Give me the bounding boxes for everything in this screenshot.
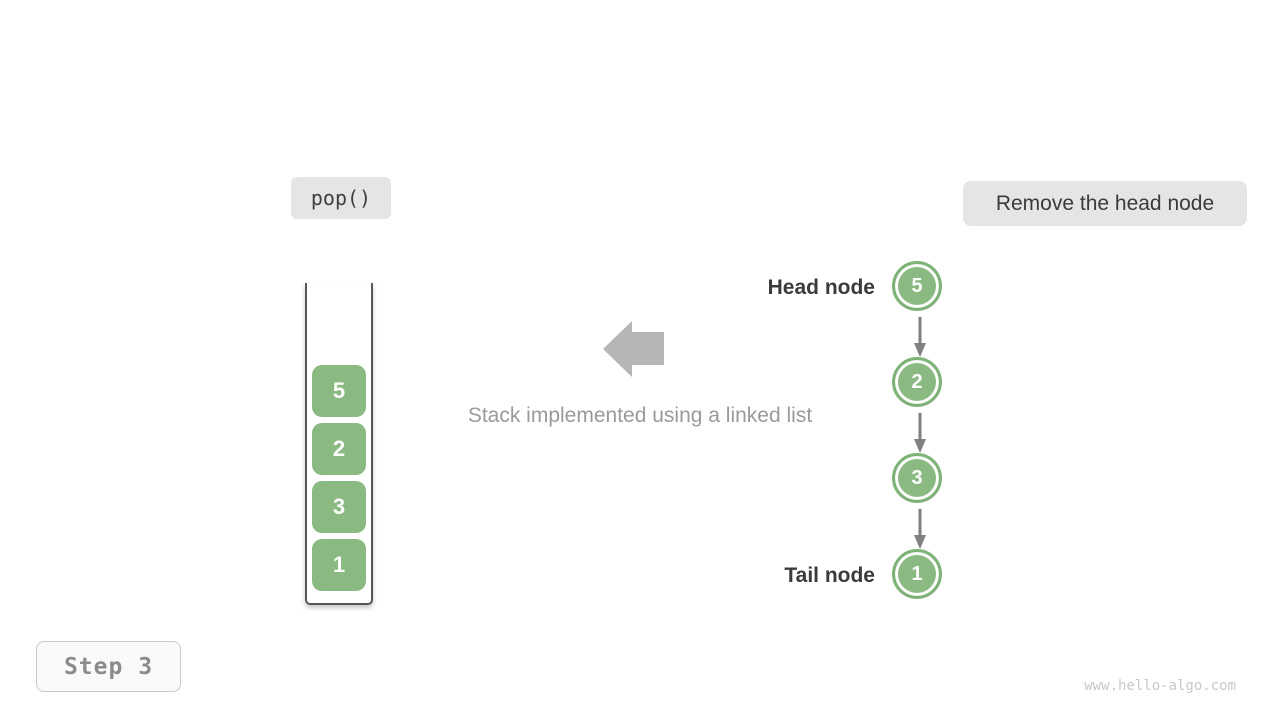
linked-list-node: 3: [892, 453, 942, 503]
stack-item: 2: [312, 423, 366, 475]
step-badge: Step 3: [36, 641, 181, 692]
stack-container: 5 2 3 1: [305, 283, 373, 605]
stack-item: 1: [312, 539, 366, 591]
remove-head-label: Remove the head node: [963, 181, 1247, 226]
linked-list-node: 2: [892, 357, 942, 407]
arrow-down-icon: [914, 413, 926, 453]
head-node-label: Head node: [767, 276, 875, 299]
linked-list-node: 5: [892, 261, 942, 311]
pop-operation-label: pop(): [291, 177, 391, 219]
tail-node-label: Tail node: [784, 564, 875, 587]
caption: Stack implemented using a linked list: [467, 404, 813, 427]
watermark: www.hello-algo.com: [1084, 678, 1236, 694]
arrow-down-icon: [914, 509, 926, 549]
arrow-down-icon: [914, 317, 926, 357]
linked-list-node: 1: [892, 549, 942, 599]
arrow-left-icon: [603, 321, 664, 377]
stack-item: 5: [312, 365, 366, 417]
stack-item: 3: [312, 481, 366, 533]
